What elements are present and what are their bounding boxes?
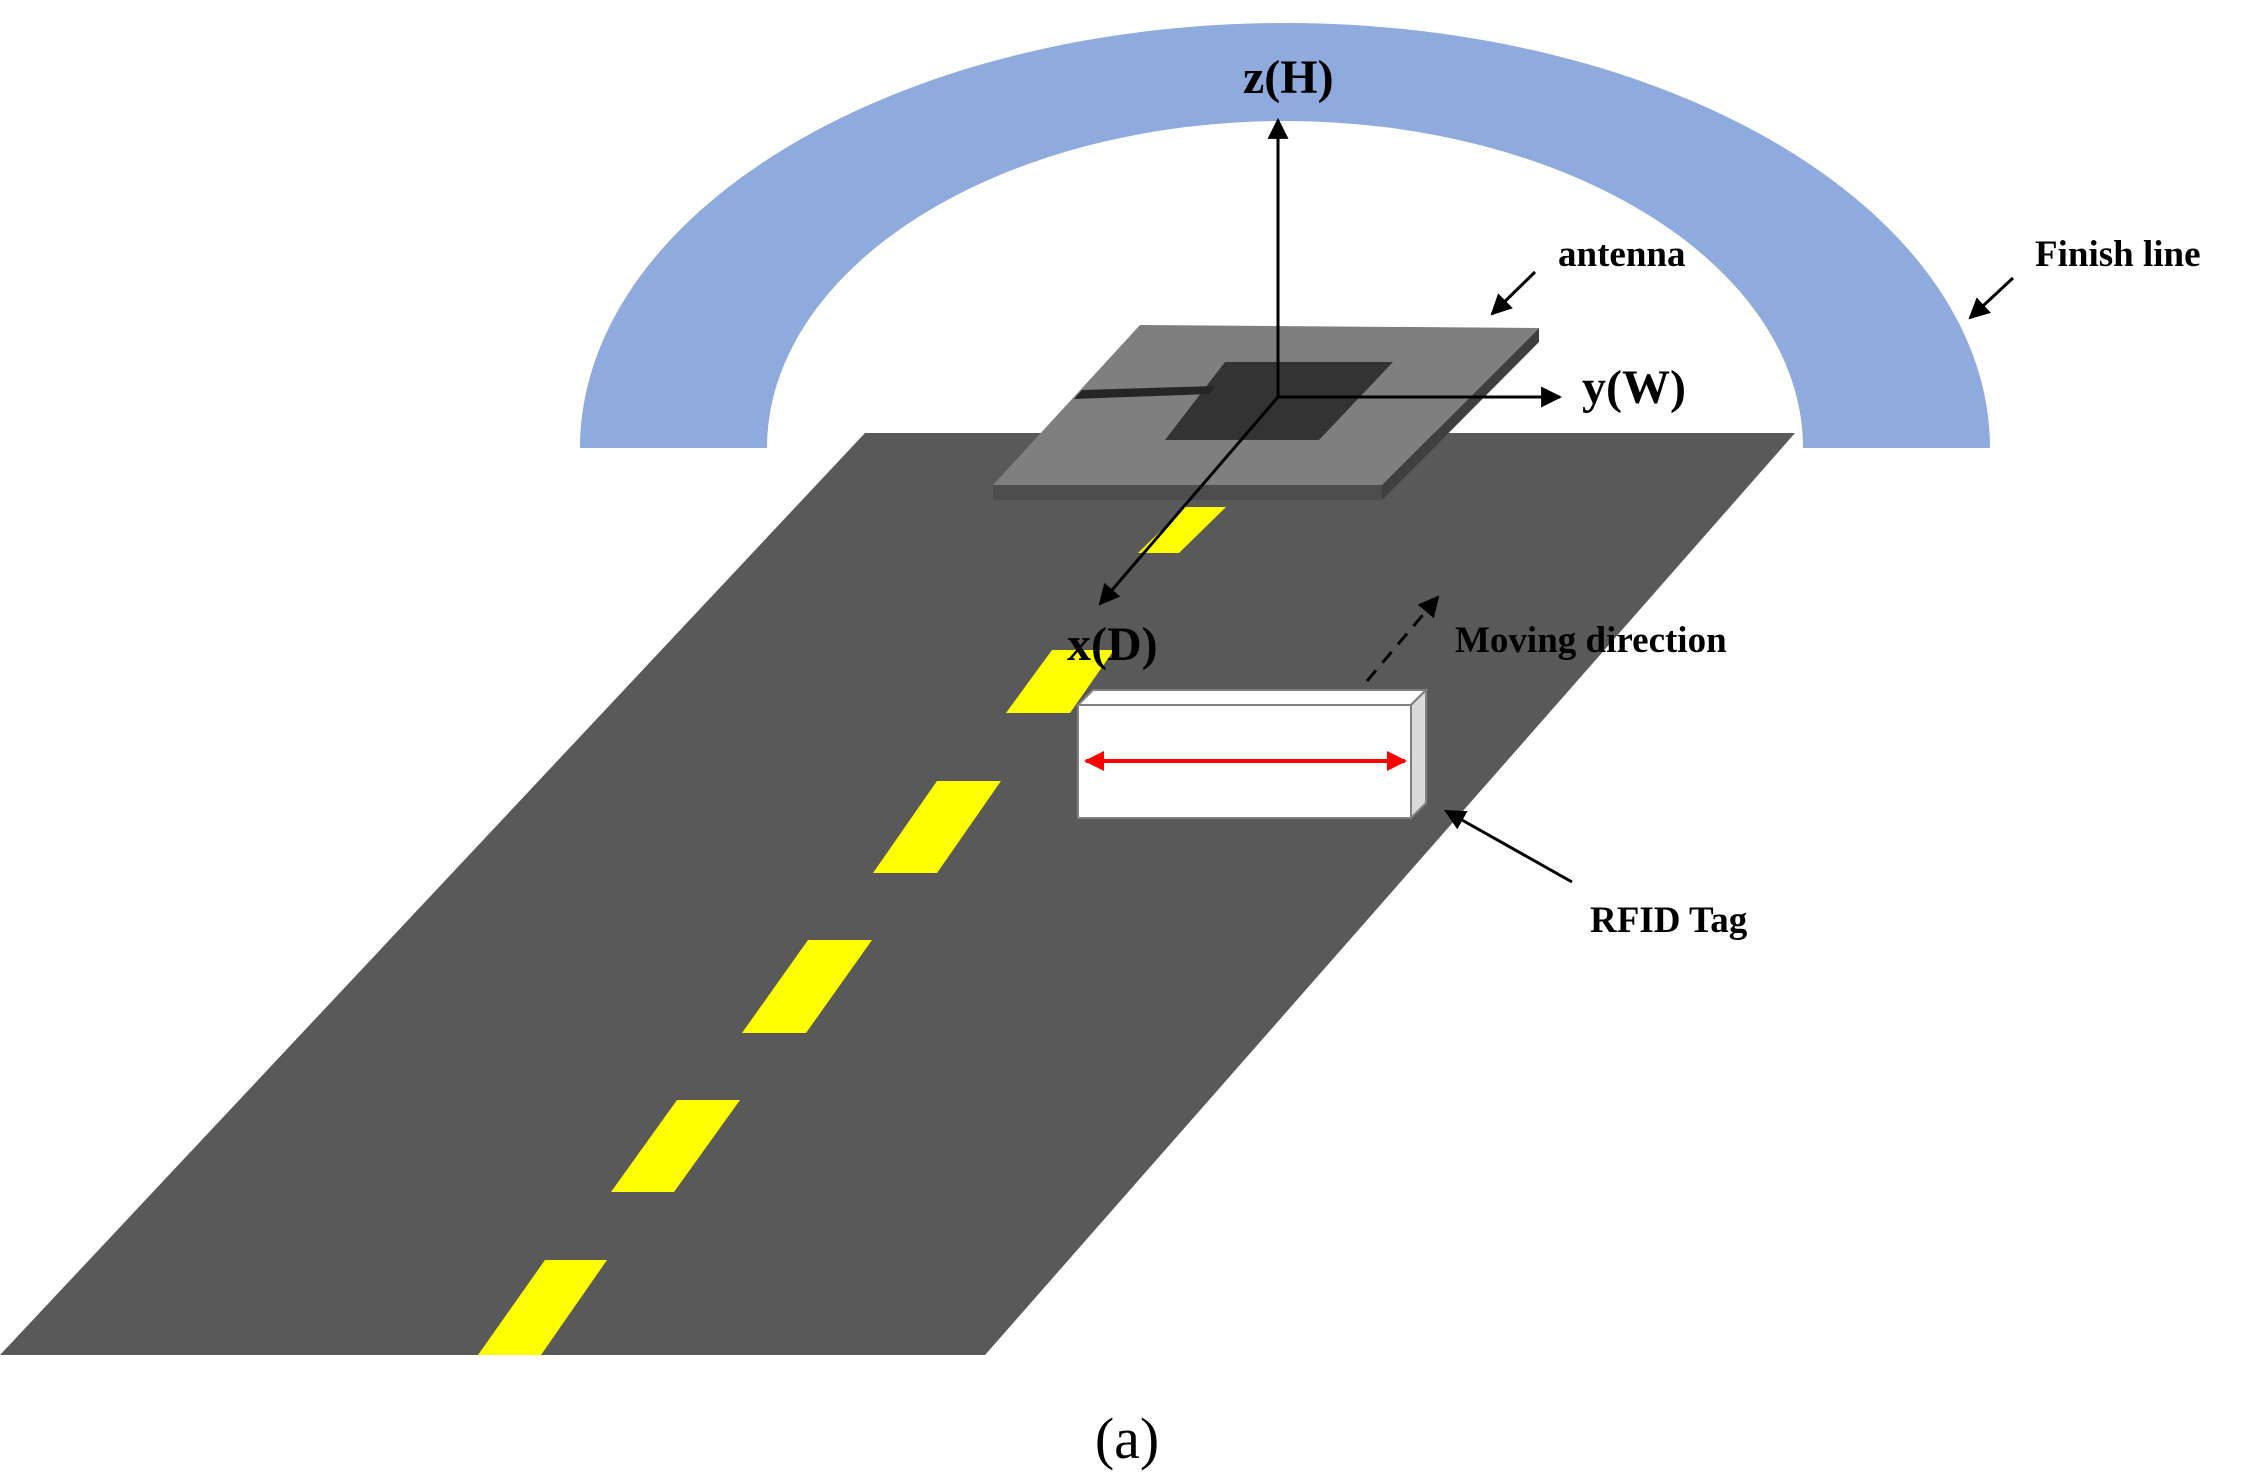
antenna-pointer bbox=[1490, 270, 1537, 316]
z-axis-label: z(H) bbox=[1243, 51, 1334, 104]
rfid-tag-pointer bbox=[1444, 809, 1573, 884]
finish-line-pointer bbox=[1968, 276, 2015, 320]
lane-stripe bbox=[742, 940, 872, 1033]
moving-direction-arrow bbox=[1365, 595, 1440, 682]
x-axis-arrow bbox=[1098, 396, 1280, 606]
coordinate-axes bbox=[1098, 117, 1563, 606]
lane-stripe bbox=[611, 1100, 740, 1192]
x-axis-label: x(D) bbox=[1067, 618, 1158, 671]
antenna bbox=[993, 325, 1539, 500]
lane-stripe bbox=[1006, 650, 1114, 713]
finish-line-arch bbox=[580, 23, 1990, 448]
rfid-tag-top bbox=[1075, 689, 1429, 706]
rfid-tag-side bbox=[1410, 687, 1427, 821]
antenna-feed-line bbox=[1074, 386, 1215, 399]
lane-stripes bbox=[478, 507, 1226, 1355]
rfid-tag-label: RFID Tag bbox=[1590, 900, 1748, 941]
lane-stripe bbox=[873, 781, 1001, 873]
figure-caption: (a) bbox=[1095, 1406, 1159, 1471]
finish-line-label: Finish line bbox=[2035, 234, 2201, 275]
antenna-label: antenna bbox=[1558, 234, 1685, 275]
lane-stripe bbox=[478, 1260, 607, 1355]
rfid-tag bbox=[1075, 687, 1429, 821]
pointer-arrows bbox=[1365, 270, 2015, 884]
antenna-board-side bbox=[1382, 328, 1539, 500]
y-axis-label: y(W) bbox=[1582, 361, 1686, 414]
lane-stripe bbox=[1138, 507, 1226, 553]
road-surface bbox=[0, 433, 1795, 1355]
antenna-board-front bbox=[993, 485, 1382, 500]
moving-direction-label: Moving direction bbox=[1455, 620, 1727, 661]
antenna-patch bbox=[1165, 362, 1393, 440]
